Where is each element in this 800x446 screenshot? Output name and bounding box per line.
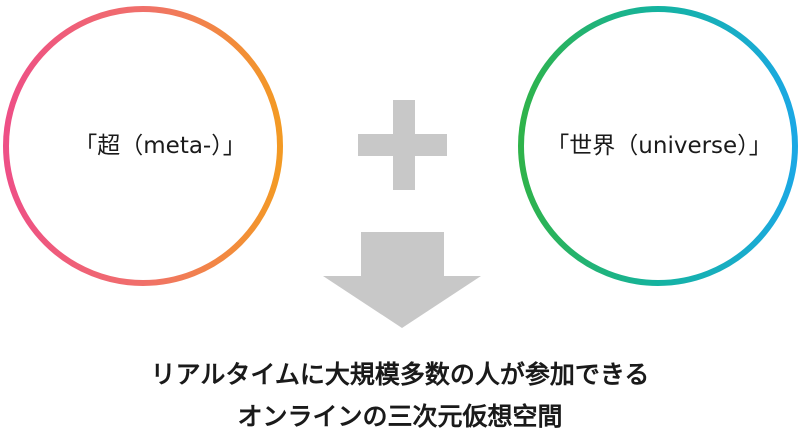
universe-label: 「世界（universe）」: [546, 133, 772, 159]
meta-label: 「超（meta-）」: [74, 133, 246, 159]
plus-icon: [358, 100, 447, 190]
definition-line-1: リアルタイムに大規模多数の人が参加できる: [150, 360, 650, 389]
left-circle-ring: [3, 6, 283, 286]
right-circle-ring: [518, 6, 798, 286]
definition-line-2: オンラインの三次元仮想空間: [237, 402, 563, 431]
down-arrow-icon: [323, 232, 481, 328]
